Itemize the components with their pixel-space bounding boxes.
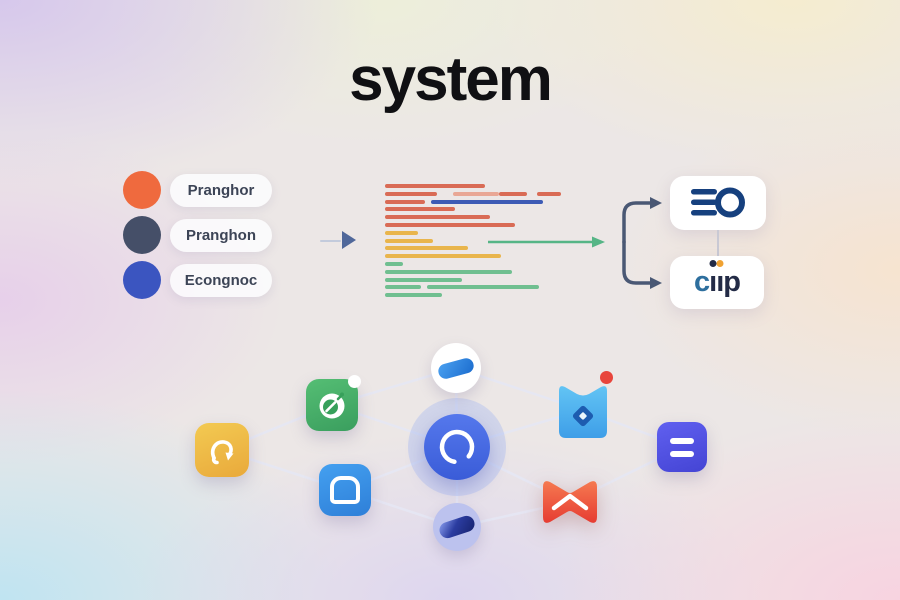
swirl-icon: [210, 440, 234, 465]
code-line-row: [385, 215, 561, 220]
ciip-letter-c: c: [694, 266, 710, 298]
hub-loader-app[interactable]: [424, 414, 490, 480]
equals-bar-bottom: [670, 450, 694, 457]
chevron-icon: [551, 493, 589, 511]
loader-ring-icon: [439, 429, 475, 465]
diamond-eye-icon: [572, 405, 594, 427]
bug-icon: [319, 392, 345, 419]
ciip-dot-gold: [716, 260, 724, 267]
blue-capsule-icon: [436, 356, 476, 380]
code-line-row: [385, 293, 561, 298]
code-line-row: [385, 238, 561, 243]
legend-pill-pranghon[interactable]: Pranghon: [170, 219, 272, 252]
integration-network: [0, 330, 900, 592]
legend-pill-econgnoc[interactable]: Econgnoc: [170, 264, 272, 297]
branch-arrowhead-bottom: [650, 277, 662, 289]
legend-label: Pranghor: [187, 182, 255, 199]
code-line-row: [385, 184, 561, 188]
page-title: system: [349, 45, 553, 114]
code-line-row: [385, 199, 561, 204]
code-line-row: [385, 269, 561, 274]
door-blue-app[interactable]: [319, 464, 371, 516]
bowtie-shape: [543, 481, 597, 523]
notification-dot-white: [348, 375, 361, 388]
code-line-row: [385, 191, 561, 196]
ciip-dot-navy: [709, 260, 717, 267]
flow-arrow: [488, 236, 605, 248]
fox-skyblue-app[interactable]: [555, 381, 611, 439]
capsule-pill-white-app[interactable]: [431, 343, 481, 393]
ciip-letter-i2: ı: [716, 260, 724, 297]
swirl-yellow-app[interactable]: [195, 423, 249, 477]
branch-connector: [622, 197, 662, 289]
input-arrow-line: [320, 240, 341, 242]
bowtie-red-app[interactable]: [538, 475, 602, 529]
code-line-row: [385, 207, 561, 212]
legend-label: Econgnoc: [184, 272, 258, 289]
code-lines: [385, 184, 561, 301]
code-line-row: [385, 246, 561, 251]
output-card-menu-logo[interactable]: [670, 176, 766, 230]
code-line-row: [385, 261, 561, 266]
code-line-row: [385, 230, 561, 235]
code-line-row: [385, 277, 561, 282]
equals-indigo-app[interactable]: [657, 422, 707, 472]
bug-green-app[interactable]: [306, 375, 361, 431]
legend-dot-blue: [123, 261, 161, 299]
menu-ring-logo-icon: [691, 187, 745, 218]
ciip-letter-p: p: [723, 266, 741, 298]
notification-dot-red: [600, 371, 613, 384]
legend-label: Pranghon: [186, 227, 256, 244]
code-line-row: [385, 254, 561, 259]
equals-bar-top: [670, 437, 694, 444]
branch-arrowhead-top: [650, 197, 662, 209]
door-icon: [330, 476, 360, 504]
code-line-row: [385, 222, 561, 227]
legend-dot-slate: [123, 216, 161, 254]
ciip-letter-i1: ı: [709, 260, 717, 297]
legend-dot-orange: [123, 171, 161, 209]
legend-pill-pranghor[interactable]: Pranghor: [170, 174, 272, 207]
capsule-lavender-app[interactable]: [433, 503, 481, 551]
navy-capsule-icon: [437, 513, 477, 541]
cards-connector-line: [717, 230, 719, 258]
input-arrow-icon: [342, 231, 356, 249]
code-line-row: [385, 285, 561, 290]
